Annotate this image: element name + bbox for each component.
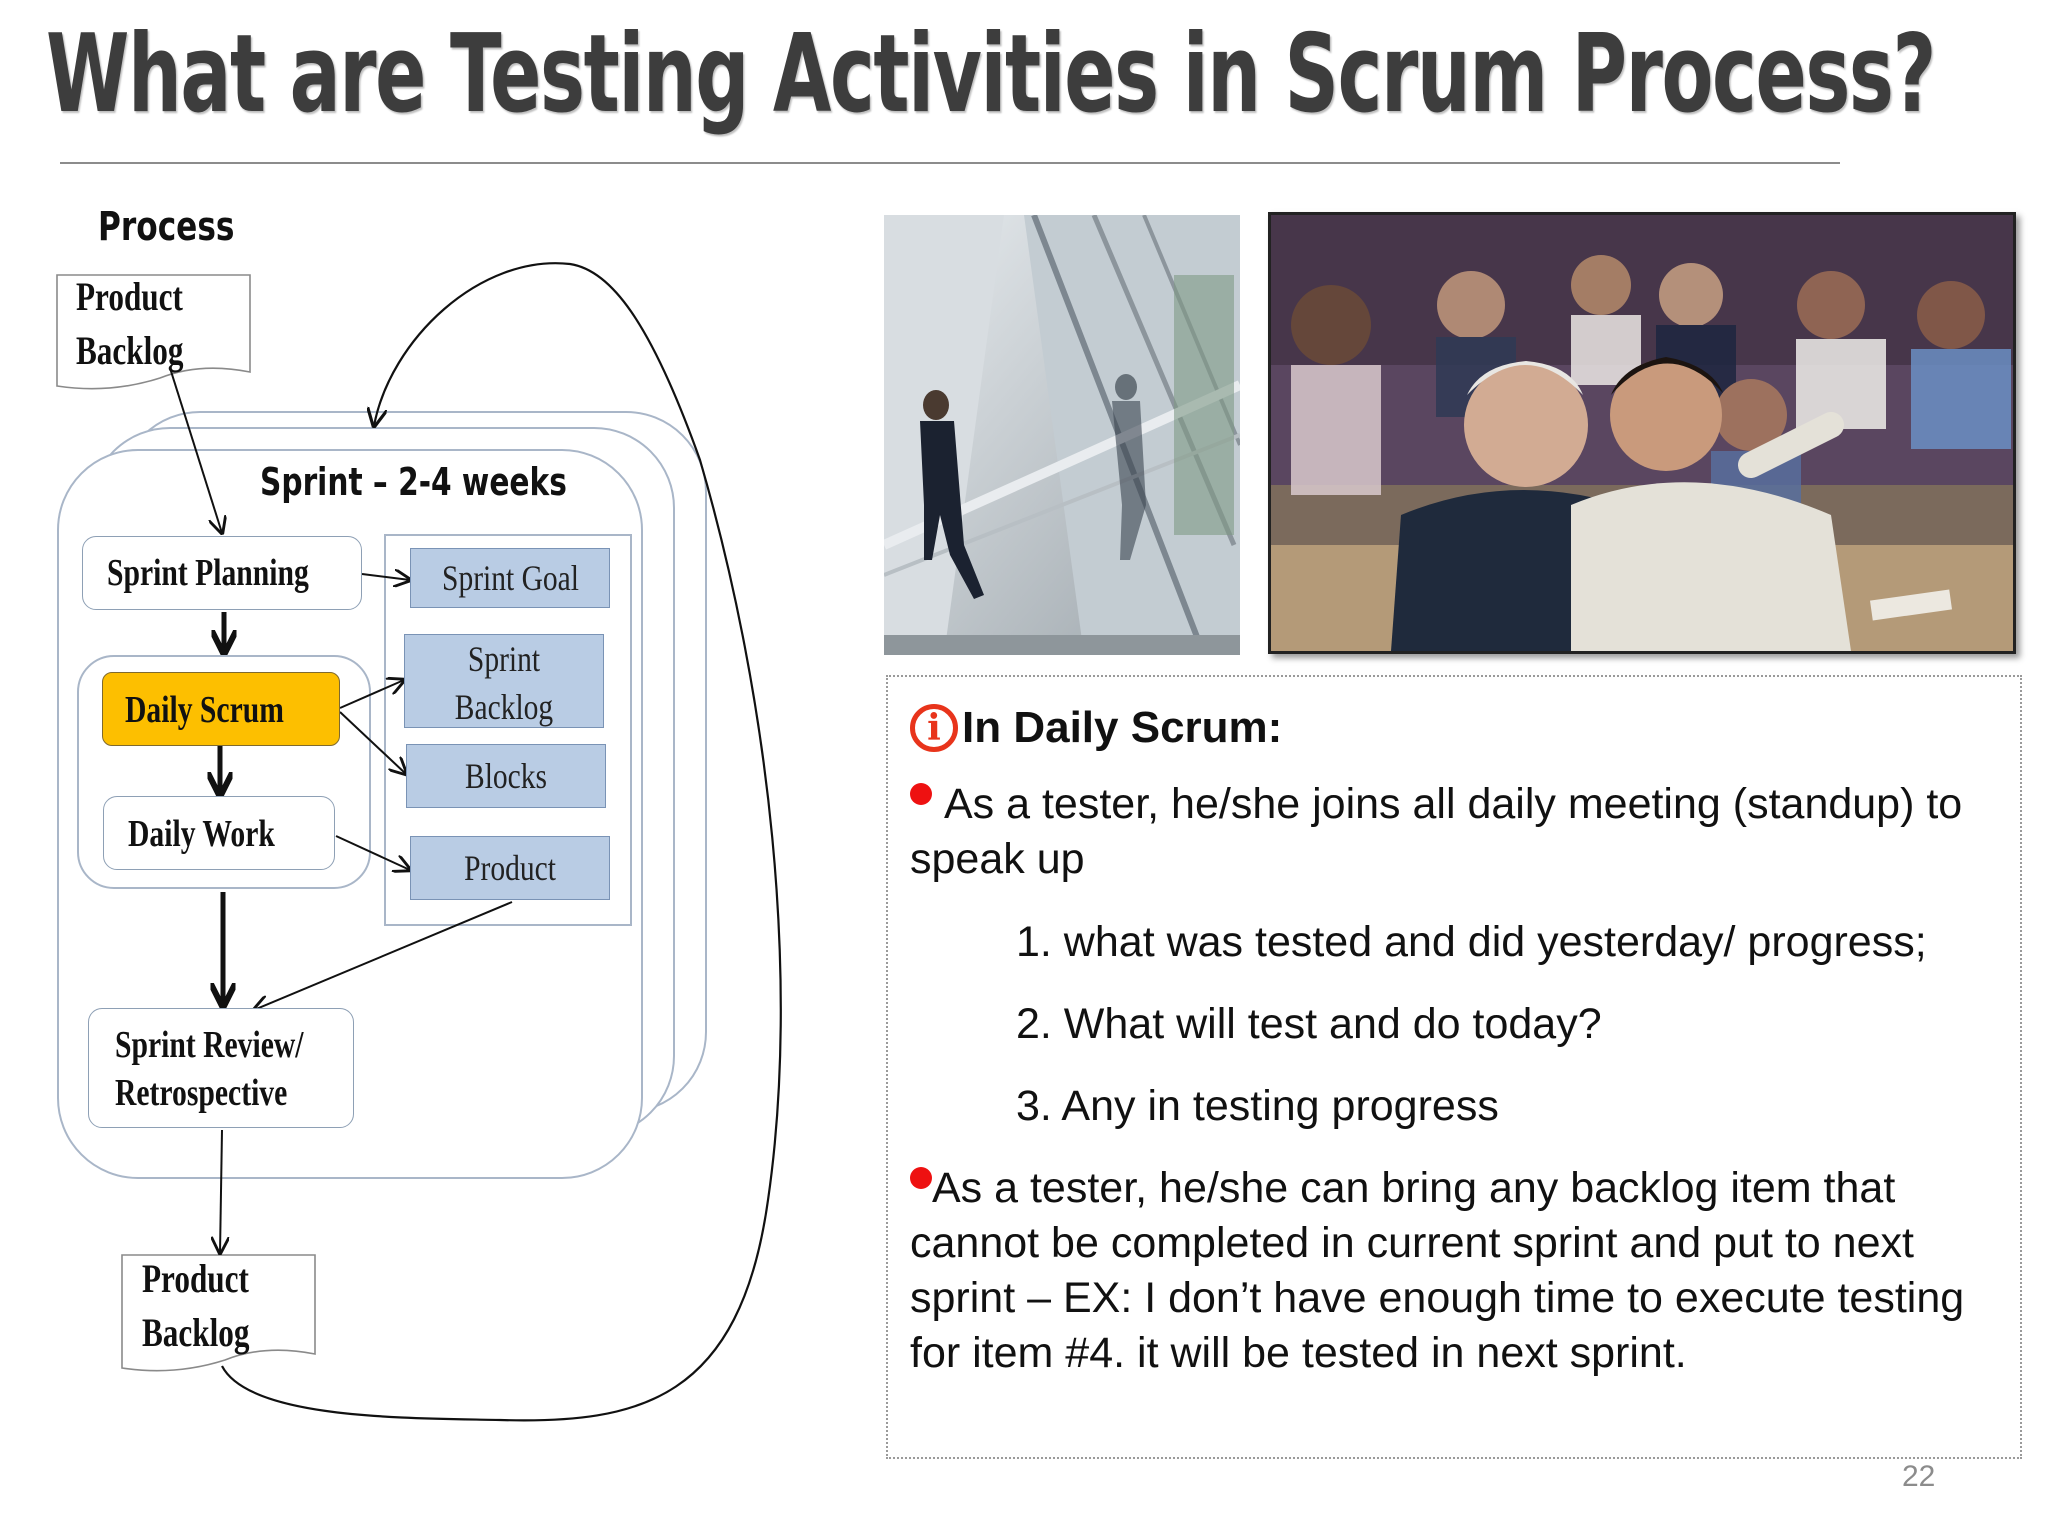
slide-title: What are Testing Activities in Scrum Pro… — [46, 12, 1936, 137]
bullet-2: As a tester, he/she can bring any backlo… — [910, 1161, 1996, 1381]
sprint-backlog-line-1: Sprint — [467, 639, 541, 679]
feedback-loop — [221, 262, 782, 1422]
daily-work-label: Daily Work — [128, 813, 275, 855]
page-number: 22 — [1902, 1460, 1936, 1493]
bullet-dot-icon — [910, 783, 932, 805]
sprint-review-line-2: Retrospective — [115, 1072, 288, 1114]
sprint-backlog-line-2: Backlog — [454, 687, 554, 727]
blocks-label: Blocks — [464, 756, 547, 796]
product-label: Product — [464, 848, 556, 888]
bullet-1-text: As a tester, he/she joins all daily meet… — [910, 780, 1963, 883]
title-divider — [60, 162, 1840, 164]
businessman-window-photo — [884, 215, 1240, 655]
daily-scrum-panel: i In Daily Scrum: As a tester, he/she jo… — [886, 675, 2022, 1459]
bullet-1: As a tester, he/she joins all daily meet… — [910, 777, 1996, 887]
bottom-backlog-line-1: Product — [142, 1256, 249, 1301]
sprint-review-line-1: Sprint Review/ — [115, 1024, 304, 1066]
product-box: Product — [410, 836, 610, 900]
bullet-2-text: As a tester, he/she can bring any backlo… — [910, 1164, 1965, 1377]
top-backlog-line-1: Product — [76, 274, 183, 319]
panel-heading-text: In Daily Scrum: — [962, 703, 1283, 752]
sprint-goal-label: Sprint Goal — [441, 558, 579, 598]
top-backlog-label: Product Backlog — [76, 270, 214, 378]
bottom-backlog-label: Product Backlog — [142, 1252, 280, 1360]
panel-heading: i In Daily Scrum: — [910, 703, 1282, 753]
sprint-planning-box: Sprint Planning — [82, 536, 362, 610]
sprint-planning-label: Sprint Planning — [107, 552, 309, 594]
top-backlog-shape — [56, 274, 251, 390]
process-label: Process — [98, 204, 235, 250]
bottom-backlog-shape — [121, 1254, 316, 1372]
sprint-goal-box: Sprint Goal — [410, 548, 610, 608]
classroom-meeting-photo — [1268, 212, 2016, 654]
blocks-box: Blocks — [406, 744, 606, 808]
list-item: 2. What will test and do today? — [1016, 1000, 1602, 1048]
daily-scrum-box: Daily Scrum — [102, 672, 340, 746]
top-backlog-line-2: Backlog — [76, 328, 184, 373]
bullet-dot-icon — [910, 1167, 932, 1189]
list-item: 3. Any in testing progress — [1016, 1082, 1499, 1130]
info-icon: i — [910, 704, 958, 752]
daily-work-box: Daily Work — [103, 796, 335, 870]
list-item: 1. what was tested and did yesterday/ pr… — [1016, 918, 1927, 966]
sprint-backlog-box: Sprint Backlog — [404, 634, 604, 728]
daily-scrum-label: Daily Scrum — [125, 689, 284, 731]
bottom-backlog-line-2: Backlog — [142, 1310, 250, 1355]
sprint-review-box: Sprint Review/ Retrospective — [88, 1008, 354, 1128]
sprint-label: Sprint – 2-4 weeks — [260, 460, 567, 504]
